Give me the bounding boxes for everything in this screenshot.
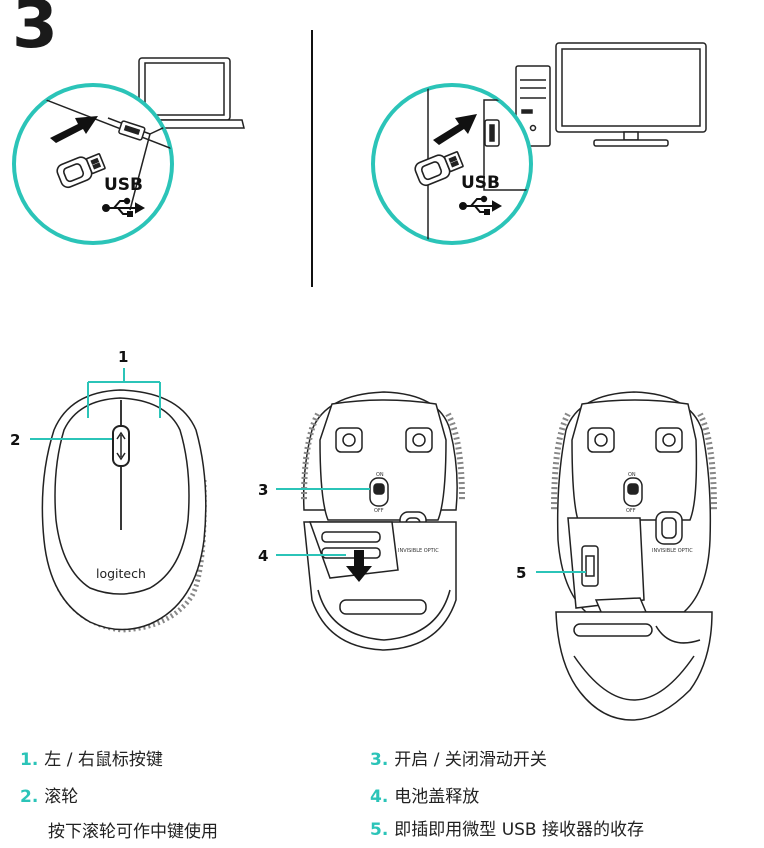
legend-num-4: 4. xyxy=(370,787,389,807)
usb-zoom-circle-left: USB xyxy=(12,83,174,245)
legend-num-5: 5. xyxy=(370,820,389,840)
legend-sub-2: 按下滚轮可作中键使用 xyxy=(48,822,218,842)
callout-1-bracket xyxy=(87,368,161,418)
callout-4: 4 xyxy=(258,547,268,565)
legend-text-2: 滚轮 xyxy=(44,787,79,807)
legend-text-4: 电池盖释放 xyxy=(394,787,480,807)
switch-on-label-2: ON xyxy=(628,472,636,478)
legend-item-2: 2.滚轮 xyxy=(20,787,78,807)
switch-on-label: ON xyxy=(376,472,384,478)
legend-text-1: 左 / 右鼠标按键 xyxy=(44,750,163,770)
release-arrow-icon xyxy=(346,550,372,582)
switch-off-label-2: OFF xyxy=(626,508,636,514)
callout-1: 1 xyxy=(118,348,128,366)
usb-label-right: USB xyxy=(461,173,500,193)
legend-item-5: 5.即插即用微型 USB 接收器的收存 xyxy=(370,820,644,840)
mouse-bottom-view-closed xyxy=(301,391,465,651)
usb-zoom-circle-right: USB xyxy=(371,83,533,245)
legend-num-1: 1. xyxy=(20,750,39,770)
optic-label-1: INVISIBLE OPTIC xyxy=(398,548,439,554)
laptop-illustration xyxy=(129,57,245,129)
legend-item-3: 3.开启 / 关闭滑动开关 xyxy=(370,750,547,770)
desktop-illustration xyxy=(515,42,707,147)
brand-logo: logitech xyxy=(96,566,146,581)
legend-item-1: 1.左 / 右鼠标按键 xyxy=(20,750,163,770)
callout-5: 5 xyxy=(516,564,526,582)
legend-item-4: 4.电池盖释放 xyxy=(370,787,479,807)
callout-3: 3 xyxy=(258,481,268,499)
callout-2: 2 xyxy=(10,431,20,449)
step-number: 3 xyxy=(12,0,58,63)
usb-label-left: USB xyxy=(104,175,143,195)
legend-num-2: 2. xyxy=(20,787,39,807)
legend-text-5: 即插即用微型 USB 接收器的收存 xyxy=(394,820,645,840)
legend-text-3: 开启 / 关闭滑动开关 xyxy=(394,750,547,770)
mouse-bottom-view-open xyxy=(551,391,717,721)
switch-off-label: OFF xyxy=(374,508,384,514)
usb-symbol-icon xyxy=(102,197,146,217)
legend-num-3: 3. xyxy=(370,750,389,770)
mouse-top-view xyxy=(41,389,207,633)
usb-symbol-icon xyxy=(459,195,503,215)
optic-label-2: INVISIBLE OPTIC xyxy=(652,548,693,554)
